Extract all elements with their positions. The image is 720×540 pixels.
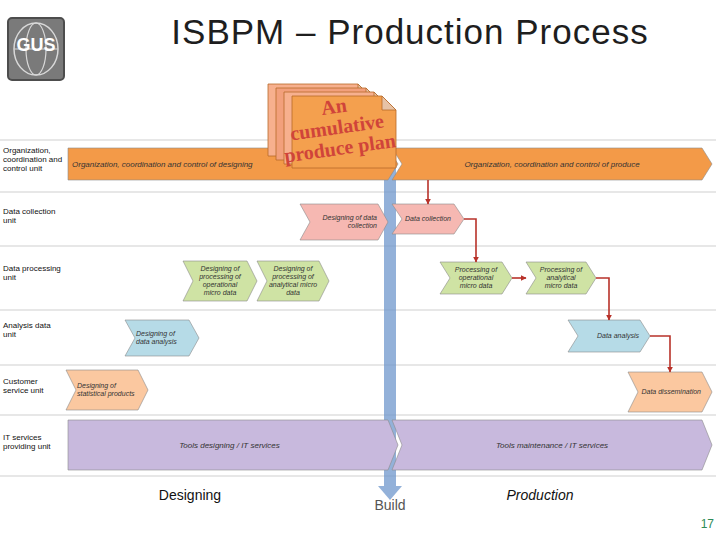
chevron-shape <box>68 420 398 470</box>
lane-label: Customer service unit <box>3 377 65 395</box>
process-chevron: Designing of statistical products <box>66 370 148 410</box>
chevron-shape <box>440 262 512 294</box>
process-chevron: Designing of processing of analytical mi… <box>257 261 329 301</box>
process-chevron: Data collection <box>392 204 464 234</box>
process-band: Organization, coordination and control o… <box>392 148 712 180</box>
process-chevron: Processing of operational micro data <box>440 262 512 294</box>
page-title: ISBPM – Production Process <box>130 12 690 52</box>
chevron-shape <box>392 148 712 180</box>
node-text: Processing of operational micro data <box>451 266 501 290</box>
chevron-shape <box>68 148 398 180</box>
node-text: Data analysis <box>579 332 639 340</box>
flow-arrow <box>512 277 526 279</box>
node-text: Designing of processing of operational m… <box>194 265 246 297</box>
text-holder: Data dissemination <box>628 372 712 412</box>
node-text: Tools designing / IT services <box>72 441 387 450</box>
node-text: Designing of data analysis <box>136 330 188 346</box>
page-fold <box>382 96 396 110</box>
chevron-shape <box>300 204 388 240</box>
logo-text: GUS <box>10 36 62 55</box>
lane-separators <box>0 140 716 476</box>
flow-arrow <box>596 278 609 320</box>
node-text: Designing of statistical products <box>77 382 137 398</box>
text-holder: Tools designing / IT services <box>68 420 398 470</box>
logo <box>8 18 64 80</box>
chevron-shape <box>257 261 329 301</box>
flow-arrow <box>650 336 670 372</box>
chevron-shape <box>66 370 148 410</box>
chevron-shape <box>183 261 257 301</box>
text-holder: Data analysis <box>568 320 650 352</box>
page-number: 17 <box>690 518 714 531</box>
chevron-shape <box>568 320 650 352</box>
node-text: Organization, coordination and control o… <box>403 160 701 169</box>
it-band: Tools maintenance / IT services <box>392 420 712 470</box>
node-text: Data collection <box>403 215 453 223</box>
flow-arrow <box>464 219 476 262</box>
process-chevron: Designing of data analysis <box>125 320 199 356</box>
process-chevron: Designing of processing of operational m… <box>183 261 257 301</box>
chevron-shape <box>392 420 712 470</box>
chevron-shape <box>526 262 596 294</box>
node-text: Designing of processing of analytical mi… <box>268 265 318 297</box>
text-holder: Tools maintenance / IT services <box>392 420 712 470</box>
phase-label: Build <box>350 498 430 513</box>
node-text: Tools maintenance / IT services <box>403 441 701 450</box>
process-chevron: Data dissemination <box>628 372 712 412</box>
process-chevron: Designing of data collection <box>300 204 388 240</box>
lane-label: Analysis data unit <box>3 321 65 339</box>
text-holder: Designing of data collection <box>300 204 388 240</box>
text-holder: Designing of statistical products <box>66 370 148 410</box>
text-holder: Processing of operational micro data <box>440 262 512 294</box>
text-holder: Data collection <box>392 204 464 234</box>
text-holder: Organization, coordination and control o… <box>392 148 712 180</box>
chevron-shape <box>125 320 199 356</box>
document-stack: An cumulative produce plan <box>268 84 398 170</box>
process-chevron: Data analysis <box>568 320 650 352</box>
lane-label: Data processing unit <box>3 264 65 282</box>
node-text: Processing of analytical micro data <box>537 266 585 290</box>
node-text: Designing of data collection <box>311 214 377 230</box>
text-holder: Designing of processing of operational m… <box>183 261 257 301</box>
overlay-text: An cumulative produce plan <box>272 87 402 166</box>
lane-label: IT services providing unit <box>3 433 65 451</box>
it-band: Tools designing / IT services <box>68 420 398 470</box>
chevron-shape <box>628 372 712 412</box>
lane-label: Organization, coordination and control u… <box>3 146 65 173</box>
text-holder: An cumulative produce plan <box>268 84 398 170</box>
process-chevron: Processing of analytical micro data <box>526 262 596 294</box>
text-holder: Designing of data analysis <box>125 320 199 356</box>
chevron-shape <box>392 204 464 234</box>
text-holder: Designing of processing of analytical mi… <box>257 261 329 301</box>
text-holder: Processing of analytical micro data <box>526 262 596 294</box>
phase-label: Designing <box>130 488 250 503</box>
flow-arrow <box>427 180 429 204</box>
node-text: Data dissemination <box>639 388 701 396</box>
lane-label: Data collection unit <box>3 207 65 225</box>
phase-label: Production <box>470 488 610 503</box>
